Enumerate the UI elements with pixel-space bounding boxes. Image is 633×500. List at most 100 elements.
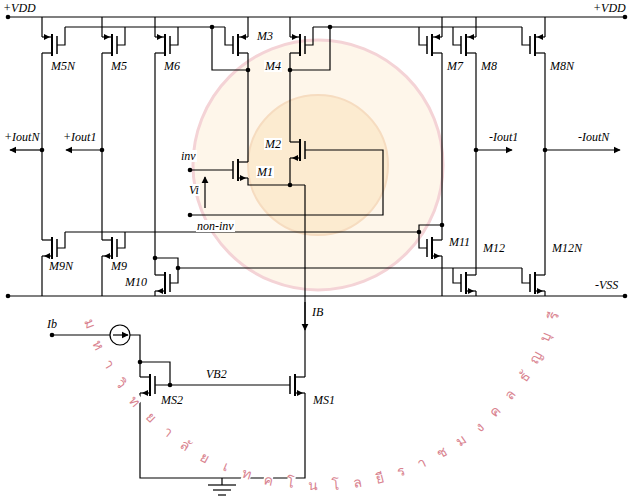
wire [305, 27, 313, 45]
part-label: M1 [256, 166, 274, 178]
wire [221, 478, 222, 485]
nmos-symbol [530, 272, 545, 294]
junction-dot [474, 148, 479, 153]
wire [204, 177, 205, 208]
wire [212, 27, 248, 70]
part-label: M5 [110, 60, 128, 72]
wire [140, 362, 170, 385]
part-label: M8N [549, 60, 575, 72]
source-arrow [240, 175, 246, 181]
wire [65, 231, 419, 232]
part-label: M12N [551, 242, 583, 254]
wire [52, 334, 110, 335]
junction-dot [188, 168, 193, 173]
wire [155, 258, 178, 283]
wire [304, 302, 305, 330]
wire [65, 26, 225, 27]
wire [41, 53, 42, 240]
part-label: +VDD [592, 2, 627, 14]
wire [475, 53, 476, 275]
source-arrow [434, 253, 440, 259]
source-arrow [104, 253, 110, 259]
part-label: M8 [480, 60, 498, 72]
wire [441, 256, 442, 296]
transistor-line [535, 274, 545, 275]
wire [441, 53, 442, 240]
pmos-symbol [530, 34, 545, 56]
wire [57, 27, 65, 45]
transistor-line [432, 239, 442, 240]
nmos-symbol [140, 374, 155, 396]
wire [225, 27, 233, 45]
wire [57, 232, 65, 248]
watermark-letter: ท [127, 393, 143, 409]
wire [41, 17, 42, 37]
wire [10, 149, 42, 150]
transistor-line [238, 52, 248, 53]
watermark-letter: ธั [515, 369, 532, 384]
source-arrow [434, 34, 440, 40]
wire [313, 26, 522, 27]
junction-dot [168, 383, 173, 388]
transistor-line [290, 141, 300, 142]
pmos-symbol [102, 34, 117, 56]
watermark-letter: ยี [374, 470, 385, 486]
part-label: MS2 [160, 394, 184, 406]
watermark-letter: เ [221, 459, 231, 474]
nmos-symbol [427, 237, 442, 259]
junction-dot [246, 68, 251, 73]
wire [544, 291, 545, 296]
transistor-line [466, 52, 476, 53]
wire [289, 158, 290, 185]
watermark-letter: ร [395, 463, 407, 479]
junction-dot [100, 148, 105, 153]
part-label: M6 [163, 60, 181, 72]
wire [154, 291, 155, 296]
wire [247, 17, 248, 37]
transistor-line [290, 52, 300, 53]
pmos-symbol [461, 34, 476, 56]
pmos-symbol [42, 34, 57, 56]
watermark-letter: า [160, 424, 175, 440]
watermark-letter: โ [331, 477, 340, 491]
pmos-symbol [155, 34, 170, 56]
junction-dot [440, 223, 445, 228]
junction-dot [210, 25, 215, 30]
watermark-letter: น [308, 478, 318, 492]
wire [453, 268, 461, 283]
wire [544, 53, 545, 275]
junction-dot [50, 333, 55, 338]
part-label: +Iout1 [62, 131, 97, 143]
watermark-letter: ช [434, 444, 450, 461]
source-arrow [157, 288, 163, 294]
source-arrow [240, 34, 246, 40]
pmos-symbol [427, 34, 442, 56]
junction-dot [417, 230, 422, 235]
part-label: IB [311, 306, 324, 318]
wire [544, 17, 545, 37]
junction-dot [153, 256, 158, 261]
watermark-letter: ญ [526, 348, 544, 365]
nmos-symbol [461, 272, 476, 294]
pmos-symbol [233, 34, 248, 56]
wire [155, 384, 290, 385]
junction-dot [623, 294, 628, 299]
wire [190, 169, 233, 170]
transistor-line [140, 376, 150, 377]
source-arrow [537, 34, 543, 40]
part-label: Vi [188, 184, 200, 196]
transistor-line [42, 239, 52, 240]
watermark-letter: ท [240, 466, 253, 482]
watermark-letter: ค [263, 472, 275, 488]
wire [522, 27, 530, 45]
part-label: +VDD [2, 2, 37, 14]
junction-dot [40, 148, 45, 153]
transistor-line [535, 52, 545, 53]
wire [101, 53, 102, 240]
wire [289, 17, 290, 37]
wire [101, 256, 102, 296]
wire [140, 393, 305, 478]
wire [304, 185, 305, 377]
watermark-letter: ย [198, 448, 212, 464]
transistor-line [42, 52, 52, 53]
